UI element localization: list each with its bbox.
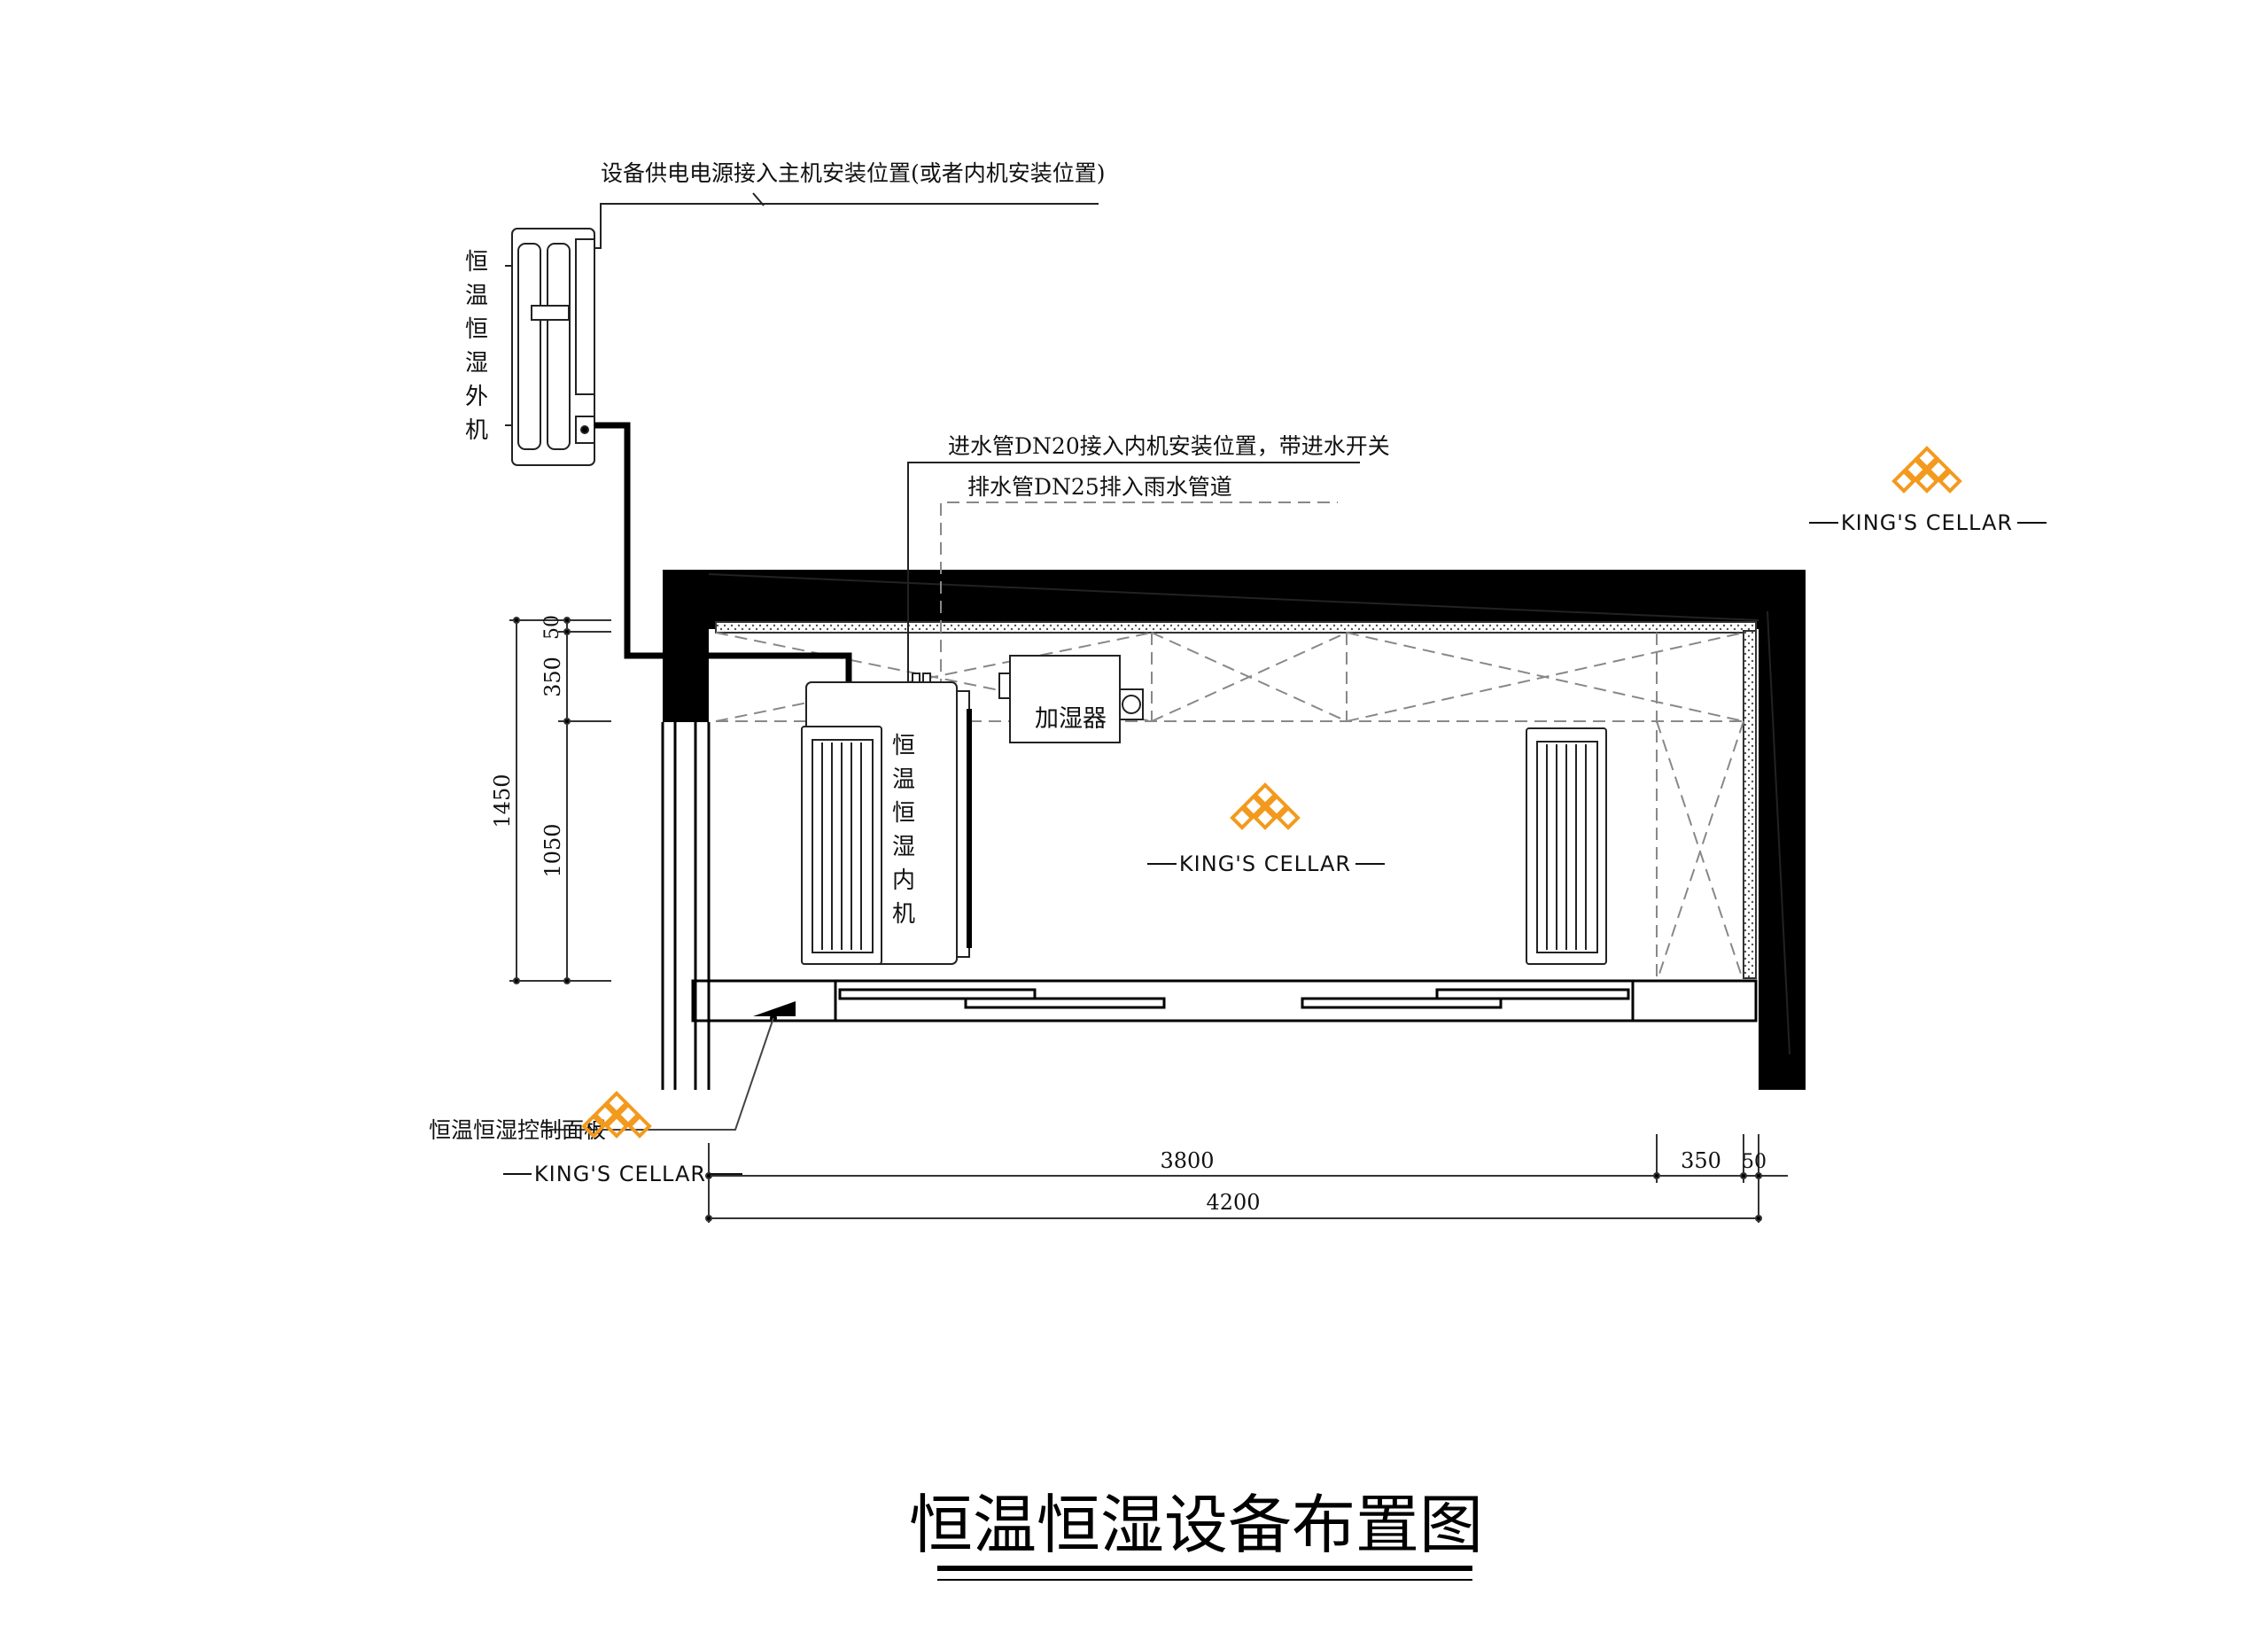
outdoor-unit: [505, 228, 595, 466]
dim-h-seg-2: 50: [1742, 1151, 1767, 1173]
svg-text:湿: 湿: [892, 834, 915, 860]
dim-h-total: 4200: [1206, 1190, 1260, 1215]
refrigerant-pipe: [594, 422, 852, 689]
svg-text:恒: 恒: [465, 316, 488, 343]
water-inlet-pipe: [907, 462, 1360, 682]
dim-v-total: 1450: [490, 774, 515, 828]
air-vent-right: [1526, 727, 1607, 965]
svg-text:温: 温: [892, 766, 915, 793]
dim-h-seg-0: 3800: [1160, 1148, 1214, 1173]
door-frame: [661, 722, 711, 1090]
svg-text:KING'S CELLAR: KING'S CELLAR: [534, 1162, 706, 1186]
room-walls: [663, 570, 1806, 1090]
label-water-drain: 排水管DN25排入雨水管道: [967, 474, 1232, 500]
label-water-inlet: 进水管DN20接入内机安装位置，带进水开关: [948, 433, 1390, 459]
brand-logo-center: KING'S CELLAR: [1147, 783, 1385, 876]
bottom-shelf: [691, 979, 1758, 1022]
label-power-supply: 设备供电电源接入主机安装位置(或者内机安装位置): [601, 160, 1106, 186]
dim-v-seg-1: 350: [540, 657, 565, 697]
label-outdoor-unit: 恒 温 恒 湿 外 机: [465, 249, 488, 444]
svg-text:机: 机: [465, 417, 488, 444]
svg-text:湿: 湿: [465, 350, 488, 377]
svg-text:KING'S CELLAR: KING'S CELLAR: [1841, 510, 2013, 535]
svg-text:恒: 恒: [892, 733, 915, 759]
dim-v-seg-2: 1050: [540, 823, 565, 877]
label-humidifier: 加湿器: [1035, 705, 1107, 733]
svg-text:恒: 恒: [892, 800, 915, 827]
dim-v-seg-0: 50: [541, 615, 563, 640]
ceiling-truss: [715, 632, 1744, 983]
svg-text:外: 外: [465, 384, 488, 410]
svg-text:机: 机: [892, 901, 915, 928]
label-control-panel: 恒温恒湿控制面板: [429, 1117, 606, 1143]
page-title: 恒温恒湿设备布置图: [909, 1488, 1483, 1562]
svg-text:KING'S CELLAR: KING'S CELLAR: [1179, 851, 1351, 876]
svg-text:内: 内: [892, 867, 915, 894]
dimension-horizontal: [705, 1134, 1788, 1223]
power-cable: [594, 192, 1099, 249]
svg-text:恒: 恒: [465, 249, 488, 276]
humidifier-unit: [998, 655, 1144, 743]
dim-h-seg-1: 350: [1681, 1148, 1721, 1173]
water-drain-pipe: [940, 501, 1338, 691]
dimension-vertical: [509, 617, 611, 984]
label-indoor-unit: 恒 温 恒 湿 内 机: [892, 733, 915, 928]
brand-logo-bottom-left: KING'S CELLAR: [503, 1092, 742, 1186]
indoor-unit: [801, 673, 972, 965]
brand-logo-top-right: KING'S CELLAR: [1809, 447, 2047, 535]
svg-text:温: 温: [465, 283, 488, 309]
